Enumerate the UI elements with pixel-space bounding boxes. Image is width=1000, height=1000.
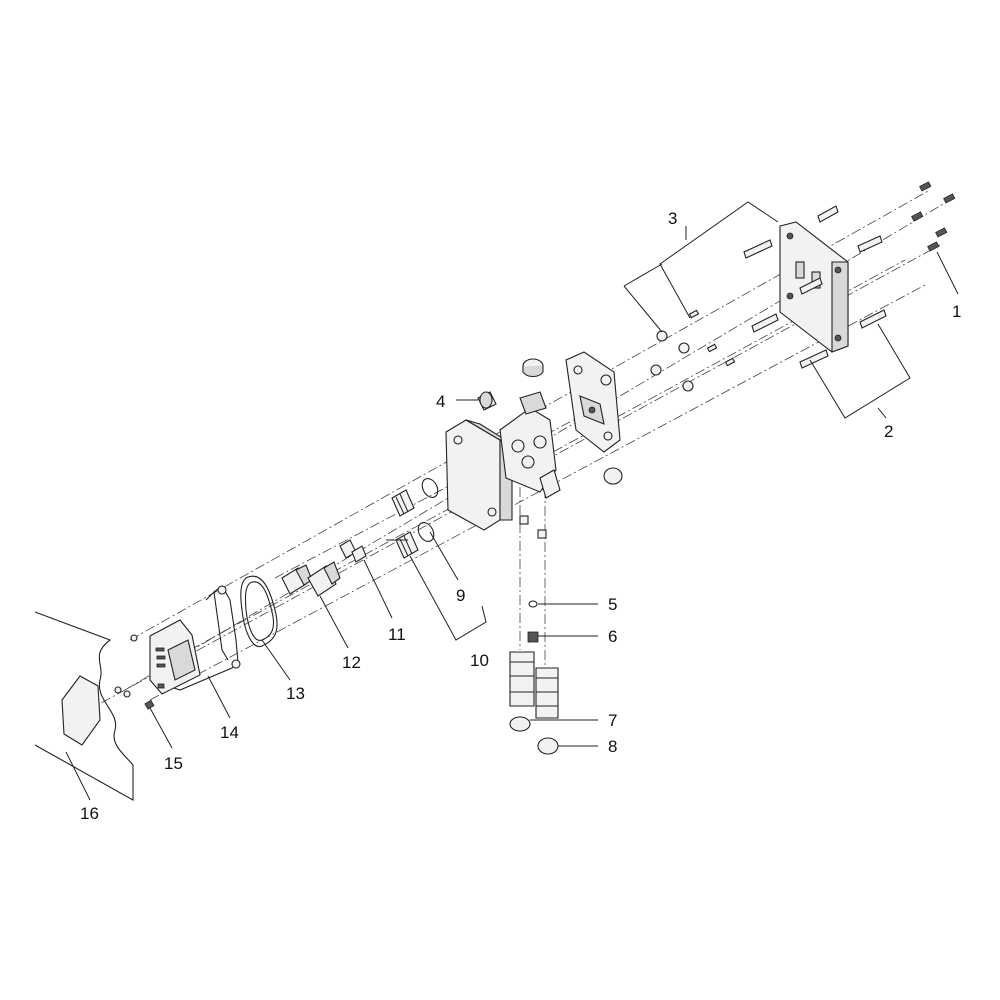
trim-frame [173,585,241,691]
trim-screw [144,699,155,710]
callout-4: 4 [436,392,445,411]
gasket [240,575,278,647]
callout-labels: 1 2 3 4 5 6 7 8 9 10 11 12 13 14 15 16 [80,209,961,823]
trim-plate [114,619,201,698]
valve-stem-lower [395,531,419,559]
cartridge-adapter-lower [307,561,341,597]
callout-5: 5 [608,595,617,614]
callout-3: 3 [668,209,677,228]
callout-10: 10 [470,651,489,670]
inlet-seat [527,631,539,643]
bottom-plug [603,467,623,485]
mounting-spacers [650,309,736,392]
wall-surface [34,611,134,801]
callout-15: 15 [164,754,183,773]
inlet-seat-upper [519,515,547,539]
coupling-pair [339,539,367,563]
cap-plug [477,391,497,411]
callout-11: 11 [388,625,406,644]
callout-8: 8 [608,737,617,756]
anchor-bolts [743,205,887,369]
callout-7: 7 [608,711,617,730]
inlet-cap-upper [509,716,531,732]
callout-1: 1 [952,302,961,321]
rear-housing [565,351,621,453]
callout-14: 14 [220,723,239,742]
leader-lines [65,201,959,801]
callout-13: 13 [286,684,305,703]
callout-2: 2 [884,422,893,441]
callout-6: 6 [608,627,617,646]
o-ring [528,600,538,608]
callout-9: 9 [456,586,465,605]
inlet-connector-left [509,651,535,707]
callout-16: 16 [80,804,99,823]
callout-12: 12 [342,653,361,672]
inlet-connector-right [535,667,559,719]
mounting-screws [911,181,956,252]
cartridge-adapter-upper [281,564,313,595]
inlet-cap-lower [537,737,559,755]
retaining-ring-lower [417,522,435,542]
valve-stem-upper [391,489,415,517]
top-cap [522,358,544,378]
retaining-ring-upper [421,478,439,498]
valve-body [499,391,561,499]
